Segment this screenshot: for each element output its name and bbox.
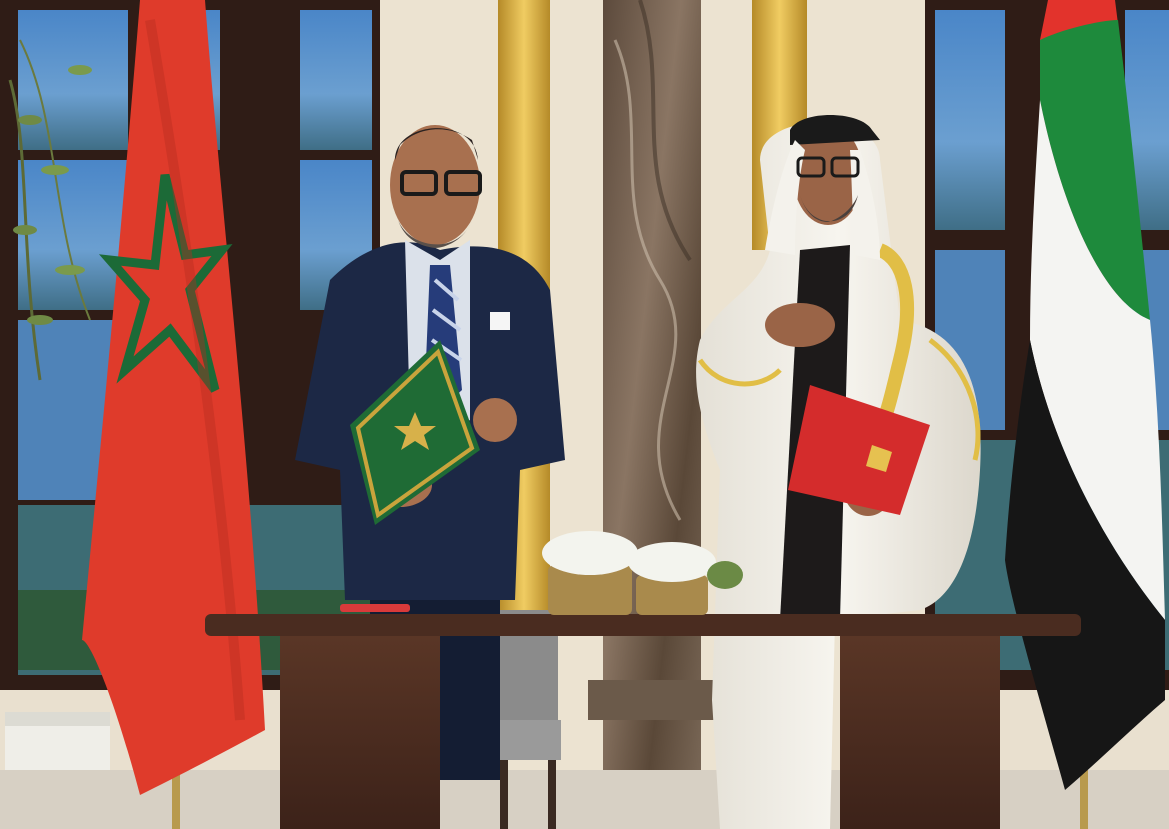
morocco-flag-icon [82, 0, 265, 829]
flower-baskets [542, 531, 743, 615]
green-folder [350, 340, 480, 525]
signing-table [205, 604, 1081, 829]
uae-flag-icon [1005, 0, 1165, 829]
red-folder [788, 385, 930, 515]
